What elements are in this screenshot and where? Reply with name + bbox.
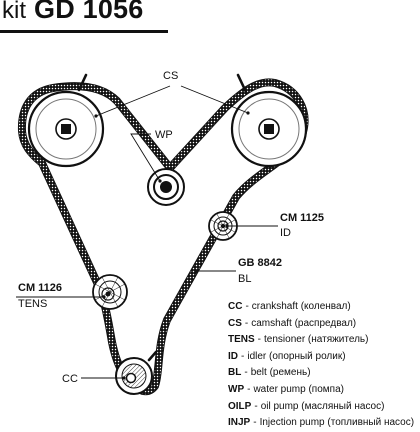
callout-gb8842-label: GB 8842 bbox=[238, 257, 282, 269]
callout-cm1126-label: CM 1126 bbox=[18, 282, 62, 294]
legend-text: crankshaft (коленвал) bbox=[251, 301, 351, 312]
legend-separator: - bbox=[257, 334, 262, 346]
cc-callout: CC bbox=[62, 373, 126, 385]
legend-text: water pump (помпа) bbox=[253, 383, 344, 395]
wp-callout: WP bbox=[130, 129, 173, 183]
legend-separator: - bbox=[241, 350, 245, 362]
callout-bl-label: BL bbox=[238, 273, 251, 285]
belt-teeth-pattern bbox=[18, 79, 308, 395]
legend-code: CC bbox=[228, 301, 243, 312]
legend-code: ID bbox=[228, 350, 238, 362]
water-pump-pulley bbox=[147, 168, 185, 206]
crankshaft-pulley bbox=[115, 350, 158, 395]
id-callout: CM 1125 ID bbox=[225, 212, 324, 239]
tens-callout: CM 1126 TENS bbox=[16, 282, 106, 310]
legend-code: CS bbox=[228, 317, 242, 329]
legend-text: camshaft (распредвал) bbox=[251, 317, 357, 329]
tensioner-roller bbox=[92, 274, 128, 310]
legend-code: TENS bbox=[228, 334, 255, 346]
callout-cm1125-label: CM 1125 bbox=[280, 212, 324, 224]
legend-row: OILP-oil pump (масляный насос) bbox=[228, 399, 414, 416]
legend-row: TENS-tensioner (натяжитель) bbox=[228, 332, 414, 349]
legend-row: WP-water pump (помпа) bbox=[228, 382, 414, 399]
legend-code: WP bbox=[228, 383, 245, 395]
legend-code: INJP bbox=[228, 417, 251, 429]
legend-row: INJP-Injection pump (топливный насос) bbox=[228, 415, 414, 432]
callout-cc-label: CC bbox=[62, 373, 78, 385]
legend-row: CC-crankshaft (коленвал) bbox=[228, 299, 414, 316]
legend-separator: - bbox=[244, 317, 249, 329]
legend-text: Injection pump (топливный насос) bbox=[259, 417, 415, 429]
callout-wp-label: WP bbox=[155, 129, 173, 141]
idler-roller bbox=[208, 211, 238, 241]
callout-tens-label: TENS bbox=[18, 298, 47, 310]
legend-text: belt (ремень) bbox=[250, 367, 311, 379]
kit-title-code: GD 1056 bbox=[34, 0, 144, 24]
legend-separator: - bbox=[253, 417, 257, 429]
legend-text: oil pump (масляный насос) bbox=[260, 400, 385, 412]
kit-title: kit GD 1056 bbox=[2, 0, 143, 23]
bl-callout: GB 8842 BL bbox=[194, 257, 282, 285]
legend-separator: - bbox=[244, 367, 248, 379]
callout-cs-label: CS bbox=[163, 70, 178, 82]
legend-separator: - bbox=[254, 400, 258, 412]
legend-separator: - bbox=[245, 301, 249, 312]
kit-title-prefix: kit bbox=[2, 0, 26, 24]
legend-separator: - bbox=[247, 383, 251, 395]
legend-code: OILP bbox=[228, 400, 252, 412]
camshaft-right-pulley bbox=[230, 73, 308, 168]
cs-callout: CS bbox=[94, 70, 250, 118]
callout-id-label: ID bbox=[280, 227, 291, 239]
legend-code: BL bbox=[228, 367, 242, 379]
legend-text: tensioner (натяжитель) bbox=[264, 334, 369, 346]
camshaft-left-pulley bbox=[27, 73, 105, 168]
legend: CC-crankshaft (коленвал) CS-camshaft (ра… bbox=[228, 299, 414, 432]
legend-row: ID-idler (опорный ролик) bbox=[228, 349, 414, 366]
legend-row: CS-camshaft (распредвал) bbox=[228, 316, 414, 333]
legend-text: idler (опорный ролик) bbox=[247, 350, 346, 362]
title-underline bbox=[0, 30, 168, 33]
legend-row: BL-belt (ремень) bbox=[228, 365, 414, 382]
